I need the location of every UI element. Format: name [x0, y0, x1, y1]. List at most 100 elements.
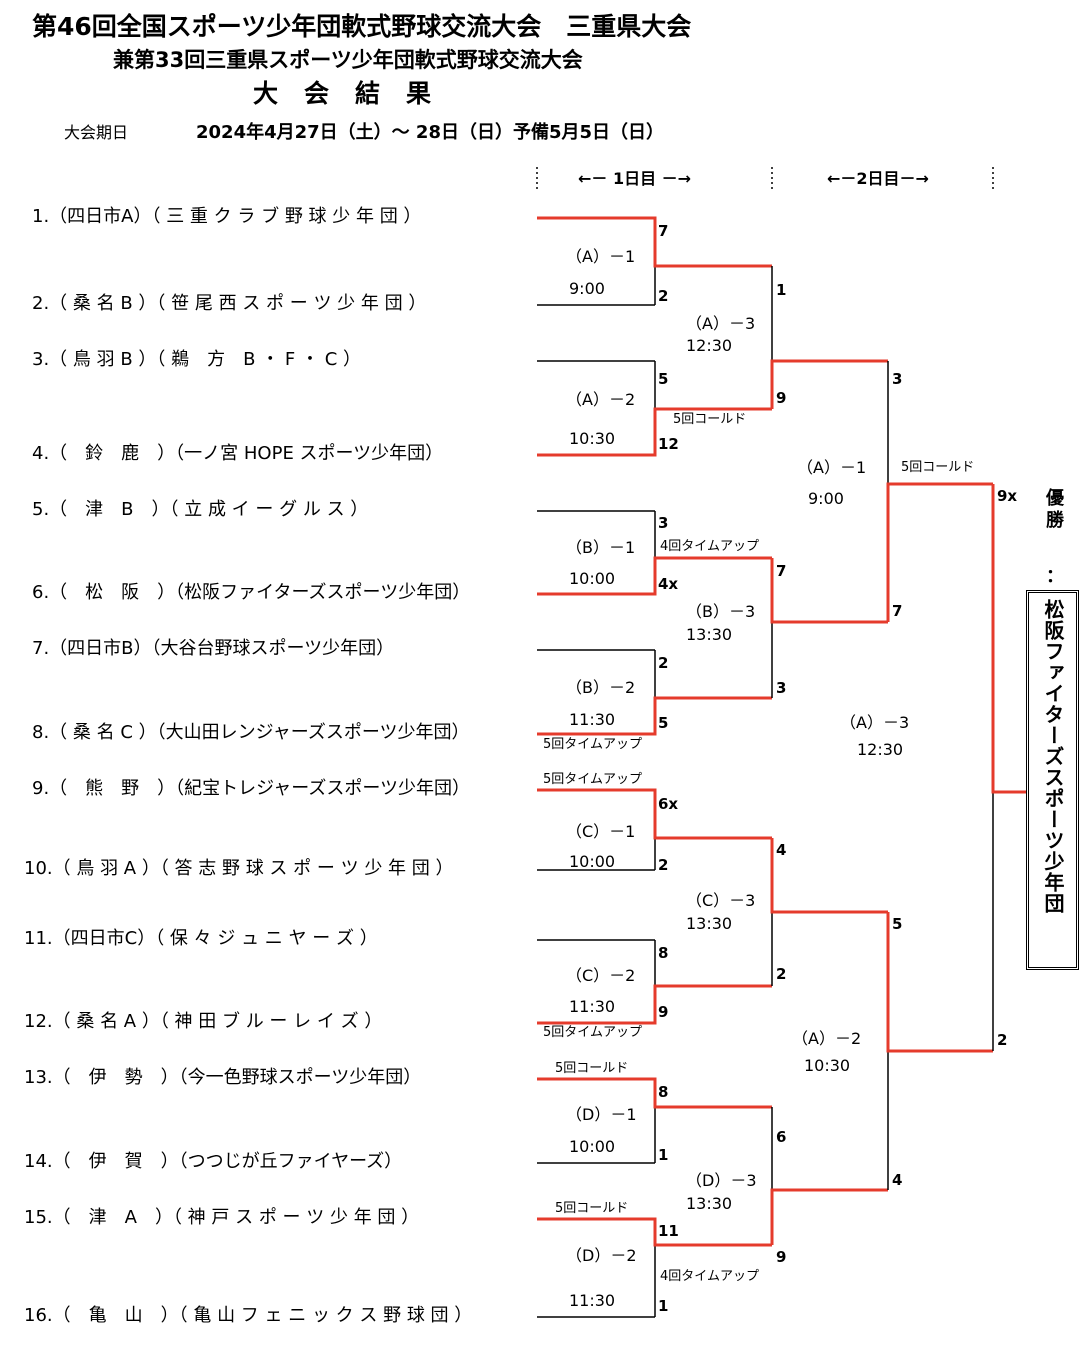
period-label: 大会期日 — [64, 123, 129, 142]
day2-label: ←－2日目－→ — [827, 169, 929, 188]
match-time: 12:30 — [857, 740, 904, 759]
day1-label: ←－ 1日目 －→ — [578, 169, 692, 188]
match-time: 13:30 — [686, 1194, 733, 1213]
match-code: （B）－3 — [686, 602, 756, 621]
team-name: 1.（四日市A）（ 三 重 ク ラ ブ 野 球 少 年 団 ） — [32, 206, 422, 227]
title-line-2: 兼第33回三重県スポーツ少年団軟式野球交流大会 — [113, 48, 583, 72]
champion-box: 松阪ファイターズスポーツ少年団 — [1026, 590, 1079, 970]
match-time: 12:30 — [686, 336, 733, 355]
score: 9x — [997, 487, 1018, 505]
score: 1 — [658, 1146, 669, 1164]
match-time: 11:30 — [569, 1291, 616, 1310]
match-note: 5回コールド — [901, 460, 975, 475]
match-note: 5回タイムアップ — [543, 772, 643, 787]
score: 4 — [776, 841, 787, 859]
match-time: 10:00 — [569, 852, 616, 871]
match-code: （D）－3 — [686, 1171, 757, 1190]
match-code: （D）－1 — [566, 1105, 637, 1124]
team-name: 6.（ 松 阪 ）（松阪ファイターズスポーツ少年団） — [32, 582, 471, 603]
score: 5 — [658, 714, 669, 732]
score: 11 — [658, 1222, 679, 1240]
team-name: 15.（ 津 A ）（ 神 戸 ス ポ ー ツ 少 年 団 ） — [24, 1207, 420, 1228]
match-time: 9:00 — [808, 489, 844, 508]
score: 4 — [892, 1171, 903, 1189]
winner-path — [770, 558, 888, 624]
team-name: 4.（ 鈴 鹿 ）（一ノ宮 HOPE スポーツ少年団） — [32, 443, 444, 464]
winner-path — [537, 1077, 772, 1109]
score: 7 — [776, 562, 787, 580]
match-note: 4回タイムアップ — [660, 539, 760, 554]
champion-colon: ： — [1046, 566, 1064, 587]
score: 2 — [658, 654, 669, 672]
score: 5 — [658, 370, 669, 388]
match-code: （D）－2 — [566, 1246, 637, 1265]
match-time: 13:30 — [686, 625, 733, 644]
match-code: （B）－1 — [566, 538, 636, 557]
team-name: 14.（ 伊 賀 ）（つつじが丘ファイヤーズ） — [24, 1151, 403, 1172]
score: 3 — [892, 370, 903, 388]
champion-label: 優勝 — [1043, 488, 1064, 532]
match-note: 5回コールド — [555, 1061, 629, 1076]
score: 2 — [776, 965, 787, 983]
score: 9 — [776, 389, 787, 407]
match-code: （A）－1 — [566, 247, 636, 266]
team-name: 16.（ 亀 山 ）（ 亀 山 フ ェ ニ ッ ク ス 野 球 団 ） — [24, 1305, 473, 1326]
title-line-3: 大会結果 — [253, 79, 458, 108]
score: 8 — [658, 944, 669, 962]
period-value: 2024年4月27日（土）～ 28日（日）予備5月5日（日） — [196, 122, 665, 143]
score: 1 — [776, 281, 787, 299]
match-code: （A）－2 — [566, 390, 636, 409]
winner-path — [770, 1188, 888, 1245]
match-code: （A）－1 — [797, 458, 867, 477]
match-time: 10:30 — [569, 429, 616, 448]
team-name: 10.（ 鳥 羽 A ）（ 答 志 野 球 ス ポ ー ツ 少 年 団 ） — [24, 858, 454, 879]
team-name: 3.（ 鳥 羽 B ）（ 鵜 方 B ・ F ・ C ） — [32, 349, 362, 370]
match-code: （C）－3 — [686, 891, 756, 910]
winner-path — [770, 838, 888, 914]
team-name: 2.（ 桑 名 B ）（ 笹 尾 西 ス ポ ー ツ 少 年 団 ） — [32, 293, 427, 314]
team-name: 9.（ 熊 野 ）（紀宝トレジャーズスポーツ少年団） — [32, 778, 471, 799]
winner-path — [537, 984, 772, 1025]
match-code: （A）－3 — [840, 713, 910, 732]
score: 9 — [658, 1003, 669, 1021]
score: 2 — [658, 287, 669, 305]
winner-path — [886, 482, 993, 622]
match-code: （A）－2 — [792, 1029, 862, 1048]
score: 2 — [997, 1031, 1008, 1049]
score: 4x — [658, 575, 679, 593]
match-note: 5回タイムアップ — [543, 1025, 643, 1040]
match-time: 10:00 — [569, 569, 616, 588]
winner-path — [770, 359, 888, 409]
match-time: 11:30 — [569, 997, 616, 1016]
match-code: （C）－2 — [566, 966, 636, 985]
team-name: 11.（四日市C）（ 保 々 ジ ュ ニ ヤ ー ズ ） — [24, 928, 378, 949]
team-name: 5.（ 津 B ）（ 立 成 イ ー グ ル ス ） — [32, 499, 369, 520]
match-time: 10:30 — [804, 1056, 851, 1075]
match-note: 5回コールド — [555, 1201, 629, 1216]
winner-path — [991, 484, 1026, 794]
score: 3 — [776, 679, 787, 697]
score: 12 — [658, 435, 679, 453]
team-name: 12.（ 桑 名 A ）（ 神 田 ブ ル ー レ イ ズ ） — [24, 1011, 383, 1032]
winner-path — [537, 696, 772, 736]
match-note: 5回タイムアップ — [543, 737, 643, 752]
winner-path — [537, 407, 772, 457]
score: 3 — [658, 514, 669, 532]
team-name: 8.（ 桑 名 C ）（大山田レンジャーズスポーツ少年団） — [32, 722, 470, 743]
match-time: 10:00 — [569, 1137, 616, 1156]
score: 2 — [658, 856, 669, 874]
title-line-1: 第46回全国スポーツ少年団軟式野球交流大会 三重県大会 — [32, 12, 692, 41]
score: 6x — [658, 795, 679, 813]
team-name: 7.（四日市B）（大谷台野球スポーツ少年団） — [32, 638, 395, 659]
match-time: 11:30 — [569, 710, 616, 729]
champion-name: 松阪ファイターズスポーツ少年団 — [1041, 599, 1065, 914]
score: 9 — [776, 1248, 787, 1266]
score: 1 — [658, 1297, 669, 1315]
match-code: （C）－1 — [566, 822, 636, 841]
score: 7 — [892, 602, 903, 620]
score: 5 — [892, 915, 903, 933]
score: 6 — [776, 1128, 787, 1146]
match-time: 9:00 — [569, 279, 605, 298]
winner-path — [537, 556, 772, 596]
